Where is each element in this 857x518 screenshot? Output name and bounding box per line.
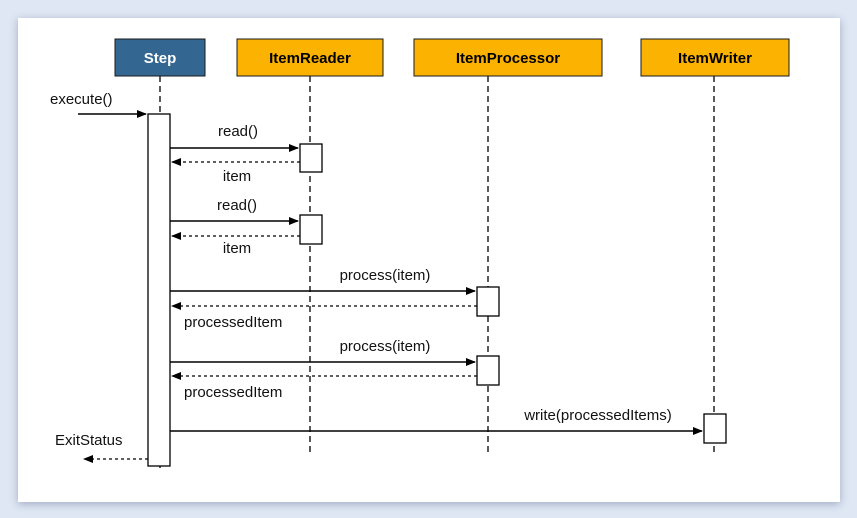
message-exit-status-label: ExitStatus xyxy=(55,432,123,449)
participant-item-writer-label: ItemWriter xyxy=(678,50,752,67)
message-process-1: process(item) xyxy=(170,267,476,295)
message-item-2: item xyxy=(171,232,300,257)
message-read-1-label: read() xyxy=(218,123,258,140)
diagram-card: Step ItemReader ItemProcessor ItemWriter… xyxy=(18,18,840,502)
message-processed-1-label: processedItem xyxy=(184,314,282,331)
activation-processor-1 xyxy=(476,286,500,317)
participant-step: Step xyxy=(114,38,206,77)
message-item-2-label: item xyxy=(223,240,251,257)
activation-writer xyxy=(703,413,727,444)
message-read-1: read() xyxy=(170,123,299,152)
participant-item-reader: ItemReader xyxy=(236,38,384,77)
participant-item-processor: ItemProcessor xyxy=(413,38,603,77)
message-processed-2: processedItem xyxy=(171,372,477,401)
message-read-2: read() xyxy=(170,197,299,225)
message-exit-status: ExitStatus xyxy=(55,432,148,463)
message-processed-2-label: processedItem xyxy=(184,384,282,401)
participant-step-label: Step xyxy=(144,50,177,67)
activation-processor-2 xyxy=(476,355,500,386)
message-execute: execute() xyxy=(50,91,147,118)
message-process-2-label: process(item) xyxy=(340,338,431,355)
message-process-1-label: process(item) xyxy=(340,267,431,284)
message-read-2-label: read() xyxy=(217,197,257,214)
participant-item-reader-label: ItemReader xyxy=(269,50,351,67)
message-write: write(processedItems) xyxy=(170,407,703,435)
sequence-diagram: Step ItemReader ItemProcessor ItemWriter… xyxy=(50,38,790,468)
activation-step xyxy=(147,113,171,467)
participant-item-processor-label: ItemProcessor xyxy=(456,50,560,67)
message-process-2: process(item) xyxy=(170,338,476,366)
activation-reader-1 xyxy=(299,143,323,173)
participant-item-writer: ItemWriter xyxy=(640,38,790,77)
message-item-1: item xyxy=(171,158,300,185)
message-write-label: write(processedItems) xyxy=(523,407,672,424)
message-item-1-label: item xyxy=(223,168,251,185)
activation-reader-2 xyxy=(299,214,323,245)
message-processed-1: processedItem xyxy=(171,302,477,331)
message-execute-label: execute() xyxy=(50,91,113,108)
